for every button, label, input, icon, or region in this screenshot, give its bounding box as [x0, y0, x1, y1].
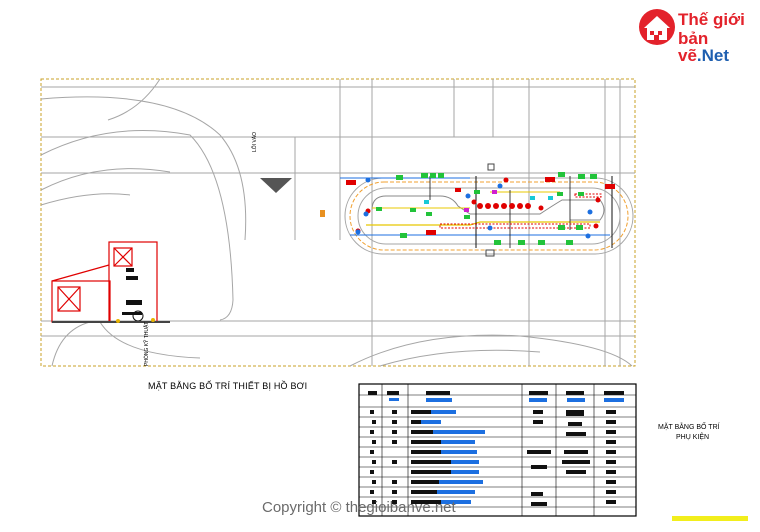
pool-inlets	[355, 177, 593, 239]
entry-label: LỐI VÀO	[252, 131, 258, 152]
ladder-icon	[485, 163, 495, 257]
house-icon	[639, 9, 675, 45]
pool-fittings	[355, 177, 601, 234]
brand-suffix: .Net	[696, 46, 730, 65]
tech-room-label: PHÒNG KỸ THUẬT	[144, 321, 150, 366]
pool-fitting-row	[346, 177, 615, 235]
brand-line1: Thế giới	[678, 10, 745, 29]
pool-lights	[376, 172, 597, 245]
pump-equipment	[122, 268, 144, 322]
brand-line2: bản vẽ.Net	[678, 30, 760, 64]
equipment-table	[358, 383, 637, 517]
pool-cyan-markers	[424, 196, 553, 204]
copyright-watermark: Copyright © thegioibanve.net	[262, 499, 456, 516]
site-lines	[40, 78, 635, 367]
side-note-line1: MẶT BẰNG BỐ TRÍ	[658, 424, 720, 431]
technical-room	[51, 241, 158, 323]
pool	[340, 176, 634, 255]
entry-arrow-icon	[260, 178, 292, 193]
pool-magenta-markers	[464, 190, 497, 212]
brand-name: bản vẽ	[678, 29, 709, 65]
side-note-line2: PHỤ KIỆN	[676, 434, 710, 441]
drawing-frame	[40, 78, 636, 367]
drawing-title: MẶT BẰNG BỐ TRÍ THIẾT BỊ HỒ BƠI	[148, 381, 308, 391]
highlight-bar	[672, 516, 748, 521]
